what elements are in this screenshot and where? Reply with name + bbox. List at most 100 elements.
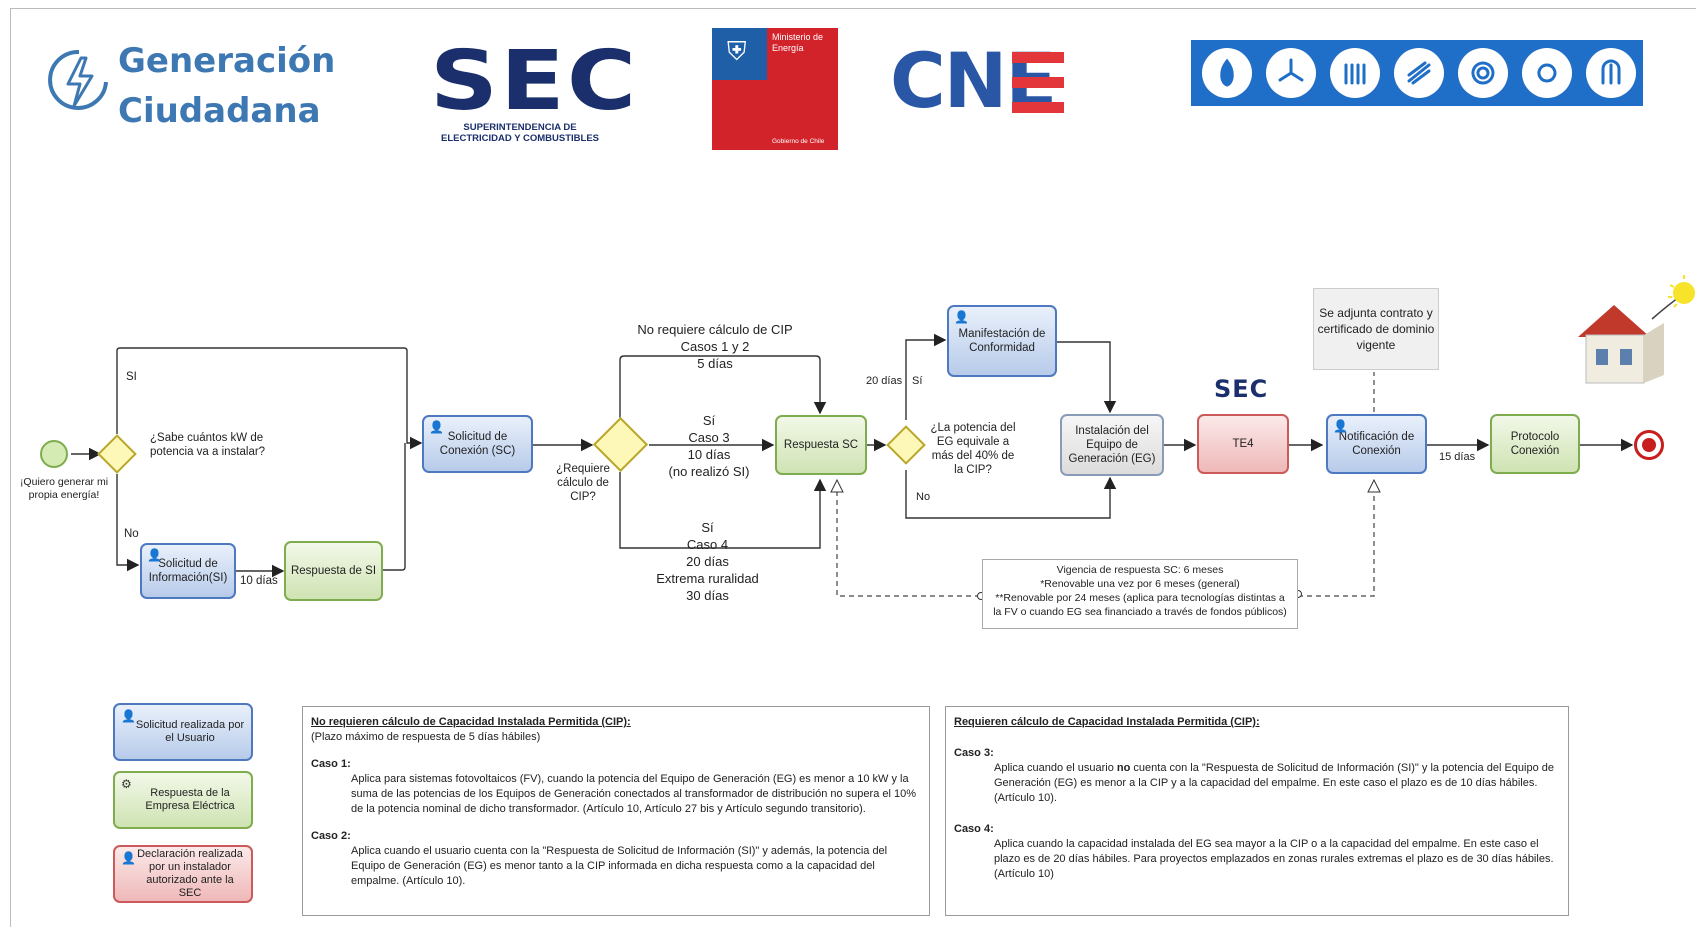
task-respuesta-si-label: Respuesta de SI: [290, 565, 377, 577]
dias-20-label: 20 días: [866, 375, 903, 387]
wind-icon: [1266, 48, 1316, 98]
task-protocolo-conexion-label: Protocolo Conexión: [1510, 431, 1560, 457]
case-4-text: Aplica cuando la capacidad instalada del…: [994, 838, 1554, 880]
task-instalacion-eg-label: Instalación del Equipo de Generación (EG…: [1068, 425, 1156, 465]
dias-15-label: 15 días: [1439, 451, 1476, 463]
legend-respuesta-empresa: ⚙ Respuesta de la Empresa Eléctrica: [113, 771, 253, 829]
end-event: [1634, 430, 1664, 460]
brand-title: Generación Ciudadana: [118, 36, 335, 136]
legend-solicitud-usuario-label: Solicitud realizada por el Usuario: [135, 719, 245, 744]
legend-respuesta-empresa-label: Respuesta de la Empresa Eléctrica: [145, 787, 235, 812]
panel-requieren-cip: Requieren cálculo de Capacidad Instalada…: [945, 706, 1569, 916]
gateway-potencia-label: ¿La potencia del EG equivale a más del 4…: [930, 422, 1016, 476]
task-solicitud-informacion-label: Solicitud de Información(SI): [148, 558, 228, 584]
panel-left-title: No requieren cálculo de Capacidad Instal…: [311, 716, 631, 728]
task-solicitud-informacion: 👤 Solicitud de Información(SI): [140, 543, 236, 599]
ministerio-energia-logo: ⛨ Ministerio de Energía Gobierno de Chil…: [712, 28, 838, 150]
case-2-text: Aplica cuando el usuario cuenta con la "…: [351, 845, 888, 887]
ministerio-line-2: Energía: [772, 43, 804, 53]
user-icon: 👤: [121, 709, 136, 723]
note-adjunta-contrato-text: Se adjunta contrato y certificado de dom…: [1317, 306, 1435, 352]
task-respuesta-si: Respuesta de SI: [284, 541, 383, 601]
gateway-potencia-no-label: No: [916, 491, 931, 503]
user-icon: 👤: [121, 851, 136, 865]
gobierno-text: Gobierno de Chile: [772, 138, 825, 145]
task-manifestacion-label: Manifestación de Conformidad: [958, 328, 1046, 354]
brand-line-1: Generación: [118, 41, 336, 81]
gear-icon: ⚙: [121, 777, 132, 791]
sun-icon: [1522, 48, 1572, 98]
user-icon: 👤: [1333, 419, 1348, 433]
ministerio-line-1: Ministerio de: [772, 32, 824, 42]
panel-no-requieren-cip: No requieren cálculo de Capacidad Instal…: [302, 706, 930, 916]
branch-no-label: No: [124, 528, 139, 540]
case-1-text: Aplica para sistemas fotovoltaicos (FV),…: [351, 773, 917, 815]
case-3-text-b: cuenta con la "Respuesta de Solicitud de…: [994, 762, 1554, 804]
brand-line-2: Ciudadana: [118, 91, 321, 131]
generacion-ciudadana-logo-icon: [48, 49, 108, 110]
bot-branch-line-1: Sí: [701, 520, 714, 535]
mid-branch-line-4: (no realizó SI): [668, 464, 750, 479]
task-notificacion-conexion-label: Notificación de Conexión: [1338, 431, 1415, 457]
ministerio-text: Ministerio de Energía: [772, 32, 823, 54]
mid-branch-line-1: Sí: [702, 413, 716, 428]
top-branch-line-2: Casos 1 y 2: [680, 339, 750, 354]
vigencia-line-1: Vigencia de respuesta SC: 6 meses: [1056, 564, 1224, 576]
top-branch-line-3: 5 días: [697, 356, 733, 371]
task-te4: TE4: [1197, 414, 1289, 474]
flag-red-bottom: [712, 80, 838, 150]
case-3-text: Aplica cuando el usuario no cuenta con l…: [994, 761, 1560, 806]
solar-panel-icon: [1458, 48, 1508, 98]
coat-of-arms-icon: ⛨: [727, 36, 747, 66]
flag-blue-block: ⛨: [712, 28, 767, 80]
vigencia-line-4: la FV o cuando EG sea financiado a travé…: [993, 606, 1287, 618]
energy-icons-bar: [1191, 40, 1643, 106]
sec-logo: SEC SUPERINTENDENCIA DE ELECTRICIDAD Y C…: [430, 41, 636, 145]
case-3-text-a: Aplica cuando el usuario: [994, 762, 1117, 774]
top-branch-line-1: No requiere cálculo de CIP: [637, 322, 793, 337]
biomass-icon: [1586, 48, 1636, 98]
vigencia-line-3: **Renovable por 24 meses (aplica para te…: [995, 592, 1285, 604]
legend-solicitud-usuario: 👤 Solicitud realizada por el Usuario: [113, 703, 253, 761]
task-respuesta-sc-label: Respuesta SC: [783, 439, 859, 451]
start-label: ¡Quiero generar mi propia energía!: [19, 476, 109, 501]
case-3-title: Caso 3:: [954, 747, 994, 759]
start-event: [40, 440, 68, 468]
house-sun-icon: [1578, 275, 1695, 384]
case-3-text-bold: no: [1116, 762, 1131, 774]
user-icon: 👤: [429, 420, 444, 434]
sec-logo-text: SEC: [430, 34, 639, 129]
dias-10-label: 10 días: [240, 575, 278, 587]
task-protocolo-conexion: Protocolo Conexión: [1490, 414, 1580, 474]
gateway-requiere-cip-label: ¿Requiere cálculo de CIP?: [556, 463, 610, 503]
hydro-icon: [1330, 48, 1380, 98]
task-notificacion-conexion: 👤 Notificación de Conexión: [1326, 414, 1427, 474]
legend-declaracion-instalador: 👤 Declaración realizada por un instalado…: [113, 845, 253, 903]
task-manifestacion: 👤 Manifestación de Conformidad: [947, 305, 1057, 377]
cne-logo-accent: [1012, 52, 1064, 114]
gateway-potencia-si-label: Sí: [912, 375, 923, 387]
mid-branch-line-3: 10 días: [687, 447, 731, 462]
gateway-sabe-kw-label: ¿Sabe cuántos kW de potencia va a instal…: [150, 432, 266, 458]
bot-branch-line-5: 30 días: [686, 588, 729, 603]
panel-left-subtitle: (Plazo máximo de respuesta de 5 días háb…: [311, 731, 541, 743]
flame-icon: [1202, 48, 1252, 98]
sec-logo-caption: SUPERINTENDENCIA DE ELECTRICIDAD Y COMBU…: [441, 122, 599, 144]
bot-branch-line-2: Caso 4: [686, 537, 729, 552]
geothermal-icon: [1394, 48, 1444, 98]
task-solicitud-conexion: 👤 Solicitud de Conexión (SC): [422, 415, 533, 473]
bot-branch-line-4: Extrema ruralidad: [656, 571, 759, 586]
flag-red-top: [767, 28, 838, 80]
case-1-title: Caso 1:: [311, 758, 351, 770]
top-branch-labels: No requiere cálculo de CIP Casos 1 y 2 5…: [620, 321, 810, 372]
note-adjunta-contrato: Se adjunta contrato y certificado de dom…: [1313, 288, 1439, 370]
branch-si-label: SI: [126, 371, 137, 383]
bot-branch-labels: Sí Caso 4 20 días Extrema ruralidad 30 d…: [640, 519, 775, 604]
task-solicitud-conexion-label: Solicitud de Conexión (SC): [439, 431, 516, 457]
sec-small-logo: SEC: [1214, 375, 1269, 403]
vigencia-line-2: *Renovable una vez por 6 meses (general): [1040, 578, 1240, 590]
user-icon: 👤: [147, 548, 162, 562]
panel-right-title: Requieren cálculo de Capacidad Instalada…: [954, 716, 1260, 728]
task-te4-label: TE4: [1232, 438, 1254, 450]
task-instalacion-eg: Instalación del Equipo de Generación (EG…: [1060, 414, 1164, 476]
